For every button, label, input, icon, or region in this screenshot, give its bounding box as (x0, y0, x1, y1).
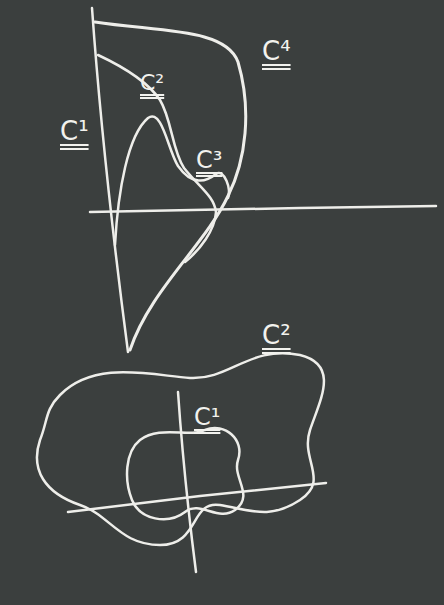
horizontal-axis (90, 206, 436, 212)
region-outline (127, 428, 243, 519)
curve-label: C⁴ (262, 38, 291, 64)
vertical-axis (178, 392, 196, 572)
curve-label: C² (262, 322, 291, 348)
curve (95, 22, 246, 350)
curve (115, 116, 229, 245)
chalk-lines (37, 8, 436, 572)
curve-label: C² (140, 72, 164, 94)
curve-label: C¹ (60, 118, 89, 144)
region-outline (37, 353, 324, 545)
curve-label: C³ (196, 148, 222, 172)
curve-label: C¹ (194, 405, 220, 429)
